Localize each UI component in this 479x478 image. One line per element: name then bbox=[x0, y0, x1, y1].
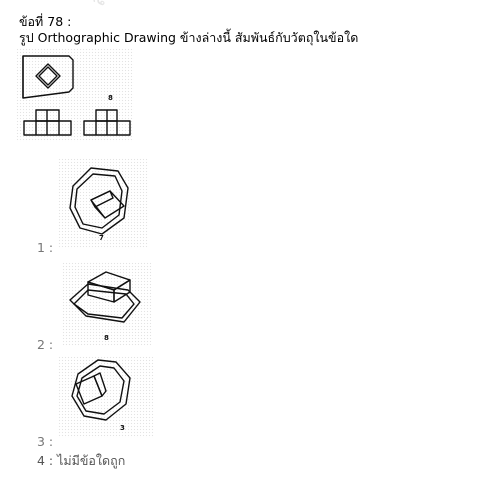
orthographic-drawing: 8 bbox=[22, 55, 131, 136]
watermark: สิ bbox=[80, 0, 117, 12]
option-4-label[interactable]: 4 : ไม่มีข้อใดถูก bbox=[37, 453, 126, 468]
option-1-figure-label: 7 bbox=[99, 234, 104, 242]
option-3-figure[interactable]: 3 bbox=[58, 356, 154, 438]
option-3-background bbox=[58, 356, 154, 438]
option-1-label[interactable]: 1 : bbox=[37, 240, 54, 255]
option-2-figure-label: 8 bbox=[104, 334, 109, 342]
option-2-label[interactable]: 2 : bbox=[37, 337, 54, 352]
option-1-figure[interactable]: 7 bbox=[58, 158, 148, 248]
option-3-figure-label: 3 bbox=[120, 424, 125, 432]
question-text: รูป Orthographic Drawing ข้างล่างนี้ สัม… bbox=[19, 30, 359, 45]
option-3-label[interactable]: 3 : bbox=[37, 434, 54, 449]
question-number: ข้อที่ 78 : bbox=[19, 14, 72, 29]
top-view-diamond bbox=[35, 63, 61, 89]
option-2-figure[interactable]: 8 bbox=[62, 262, 152, 346]
top-view-outline bbox=[22, 55, 74, 99]
main-figure-label: 8 bbox=[108, 94, 113, 102]
option-2-background bbox=[62, 262, 152, 346]
